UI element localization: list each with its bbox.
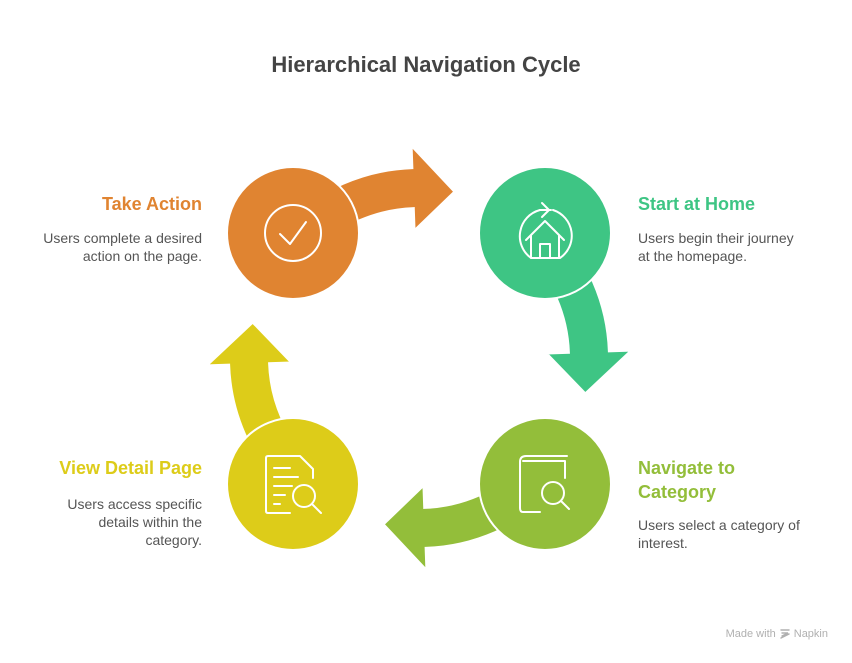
title-line: Navigate to [638, 458, 736, 478]
made-with-label: Made with [725, 628, 776, 640]
desc-line: at the homepage. [638, 248, 747, 264]
step-desc-start-at-home: Users begin their journey at the homepag… [638, 229, 794, 265]
napkin-logo-icon [780, 629, 790, 639]
napkin-brand-label: Napkin [793, 628, 828, 640]
step-title-take-action: Take Action [101, 194, 202, 214]
step-desc-view-detail-page: Users access specific details within the… [20, 495, 202, 549]
step-title-view-detail-page: View Detail Page [59, 458, 202, 478]
home-refresh-icon [518, 202, 573, 259]
desc-line: Users access specific [67, 496, 202, 512]
document-search-icon [265, 455, 322, 514]
step-desc-take-action: Users complete a desired action on the p… [20, 229, 202, 265]
step-circle-take-action [226, 166, 360, 300]
step-title-navigate-to-category: Navigate to Category [638, 456, 735, 504]
desc-line: action on the page. [82, 248, 202, 264]
desc-line: interest. [638, 535, 688, 551]
desc-line: Users select a category of [638, 517, 800, 533]
step-circle-view-detail-page [226, 417, 360, 551]
step-desc-navigate-to-category: Users select a category of interest. [638, 516, 800, 552]
step-circle-navigate-to-category [478, 417, 612, 551]
desc-line: category. [145, 532, 202, 548]
title-line: Category [638, 482, 717, 502]
footer-attribution[interactable]: Made with Napkin [726, 628, 828, 640]
desc-line: Users complete a desired [43, 230, 202, 246]
page-title: Hierarchical Navigation Cycle [271, 52, 581, 77]
check-circle-icon [264, 204, 322, 262]
book-search-icon [519, 455, 570, 513]
step-title-start-at-home: Start at Home [638, 194, 756, 214]
desc-line: Users begin their journey [638, 230, 794, 246]
step-circle-start-at-home [478, 166, 612, 300]
desc-line: details within the [98, 514, 202, 530]
